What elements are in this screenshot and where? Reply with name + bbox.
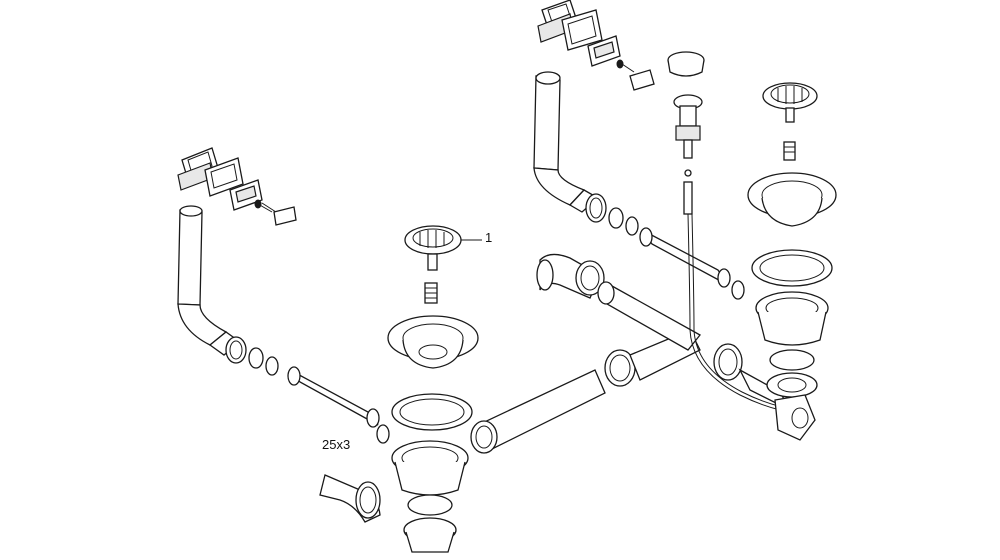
right-sink-flange xyxy=(747,172,837,227)
right-overflow-nut xyxy=(585,193,639,236)
middle-drain-body xyxy=(391,440,469,553)
right-overflow-screw xyxy=(616,59,655,91)
basket-strainer-plug xyxy=(404,225,482,271)
right-overflow-assembly xyxy=(533,0,745,300)
callout-part-25x3: 25x3 xyxy=(322,437,351,452)
right-tee-elbow xyxy=(536,253,792,412)
middle-screw xyxy=(424,282,438,304)
popup-mechanism xyxy=(673,94,703,159)
popup-cable xyxy=(683,169,783,411)
left-overflow-tube xyxy=(287,366,390,444)
left-overflow-head xyxy=(177,147,263,211)
central-pipe xyxy=(470,329,701,454)
right-overflow-tube xyxy=(639,227,745,300)
middle-sink-flange xyxy=(387,315,479,369)
right-outlet-elbow xyxy=(774,394,816,441)
left-overflow-screw xyxy=(254,199,297,226)
left-overflow-pipe xyxy=(177,205,242,356)
popup-knob xyxy=(667,51,705,77)
right-overflow-pipe xyxy=(533,71,600,213)
right-drain-body xyxy=(755,291,829,398)
right-overflow-head xyxy=(537,0,621,67)
callout-part-1: 1 xyxy=(485,230,493,245)
right-screw xyxy=(783,141,796,161)
right-basket-strainer xyxy=(762,82,818,123)
left-overflow-nut xyxy=(225,336,279,376)
left-elbow xyxy=(319,474,381,523)
middle-gasket xyxy=(391,393,473,431)
left-overflow-assembly xyxy=(177,147,390,444)
right-gasket xyxy=(751,249,833,287)
